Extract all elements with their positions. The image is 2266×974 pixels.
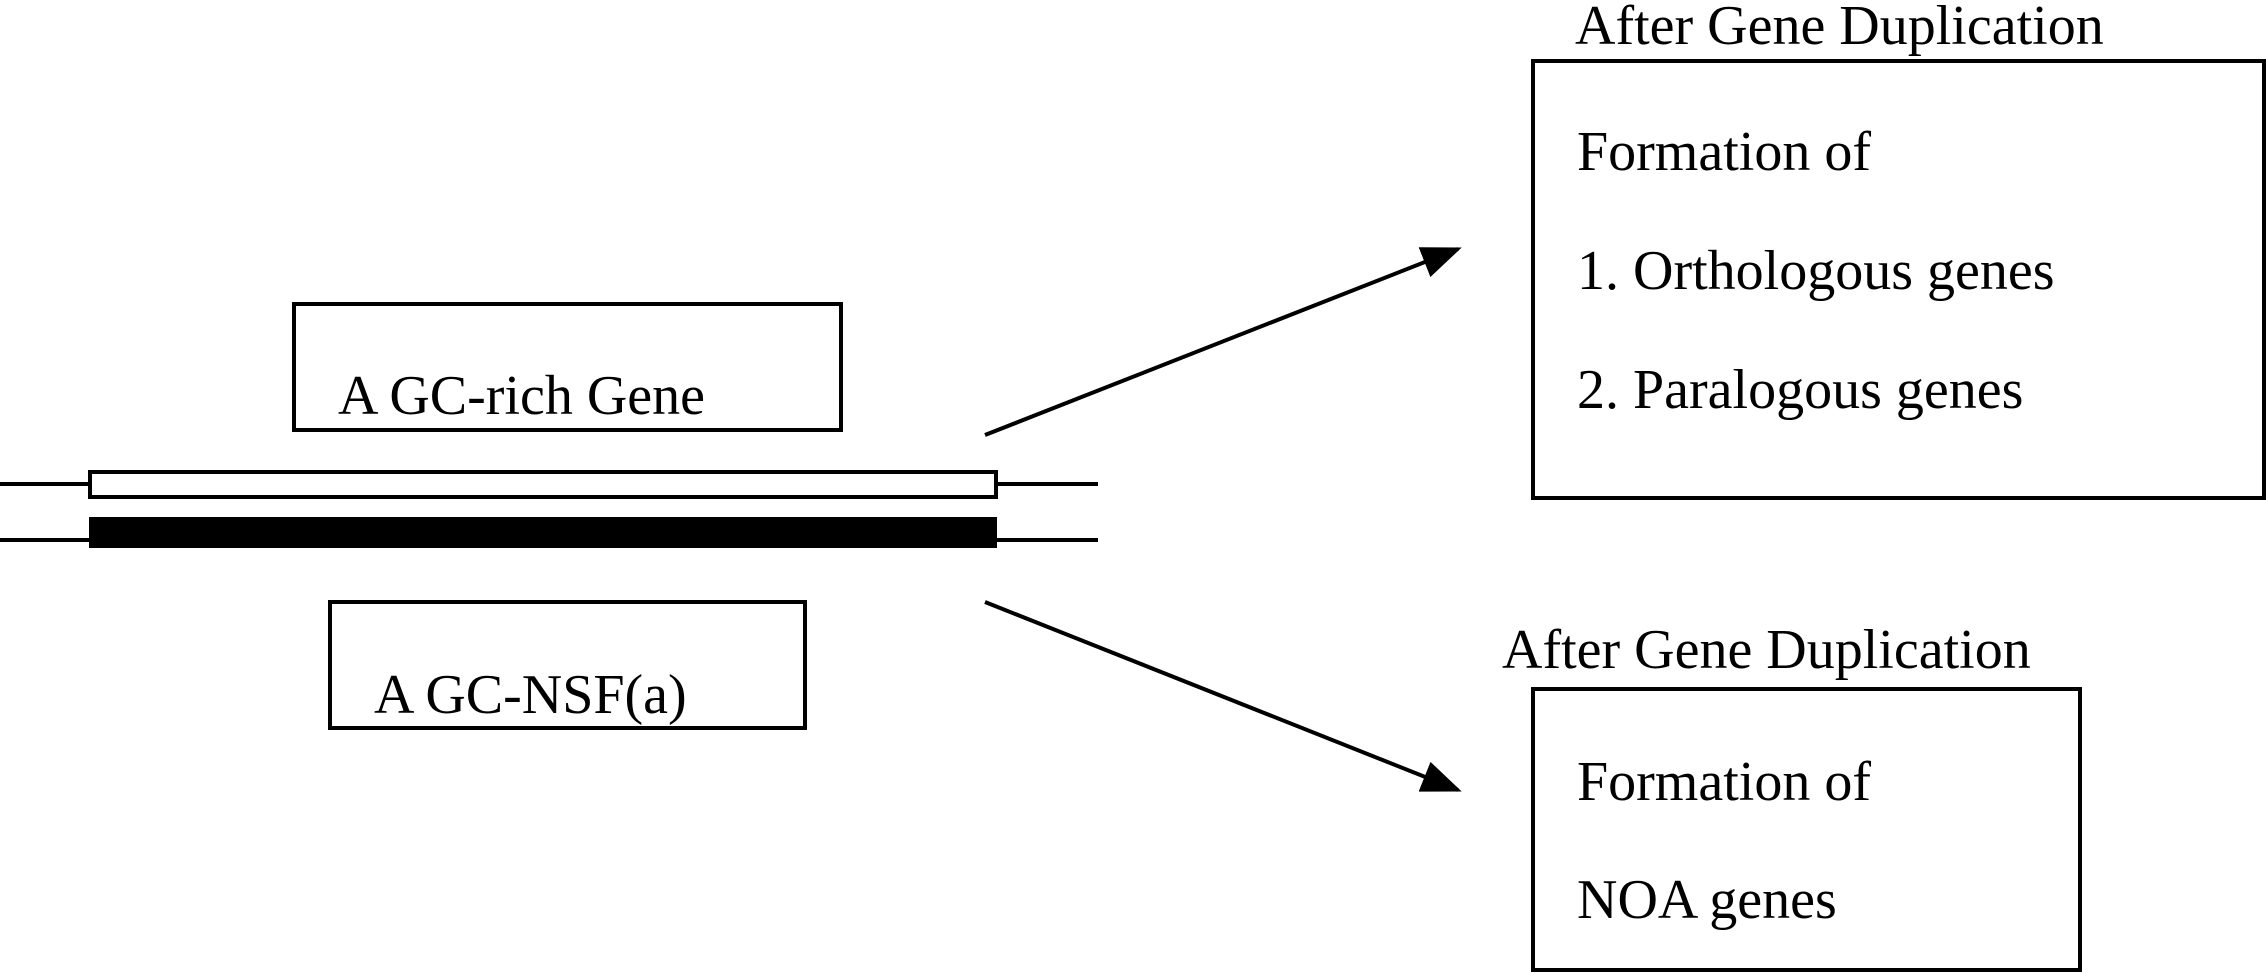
bottom-outcome-line-1: Formation of: [1577, 751, 1871, 813]
dna-double-strand: [0, 470, 1098, 548]
gc-rich-gene-label: A GC-rich Gene: [338, 365, 705, 427]
bottom-outcome-box: [1531, 687, 2082, 972]
bottom-strand-filled-bar: [89, 517, 997, 548]
top-outcome-line-1: Formation of: [1577, 121, 1871, 183]
bottom-outcome-heading: After Gene Duplication: [1502, 619, 2031, 681]
gc-rich-gene-box: A GC-rich Gene: [292, 302, 843, 432]
gc-nsf-box: A GC-NSF(a): [328, 600, 807, 730]
arrow-to-bottom-outcome: [984, 600, 1462, 792]
bottom-outcome: After Gene Duplication Formation of NOA …: [1502, 619, 2082, 972]
top-outcome-line-2: 1. Orthologous genes: [1577, 240, 2055, 302]
bottom-outcome-line-2: NOA genes: [1577, 869, 1837, 931]
arrow-to-top-outcome: [984, 247, 1462, 437]
top-outcome: After Gene Duplication Formation of 1. O…: [1531, 0, 2266, 500]
gc-nsf-label: A GC-NSF(a): [374, 664, 687, 726]
top-strand-open-bar: [88, 470, 998, 499]
top-outcome-box: [1531, 59, 2266, 500]
top-outcome-line-3: 2. Paralogous genes: [1577, 359, 2023, 421]
top-outcome-heading: After Gene Duplication: [1575, 0, 2104, 57]
